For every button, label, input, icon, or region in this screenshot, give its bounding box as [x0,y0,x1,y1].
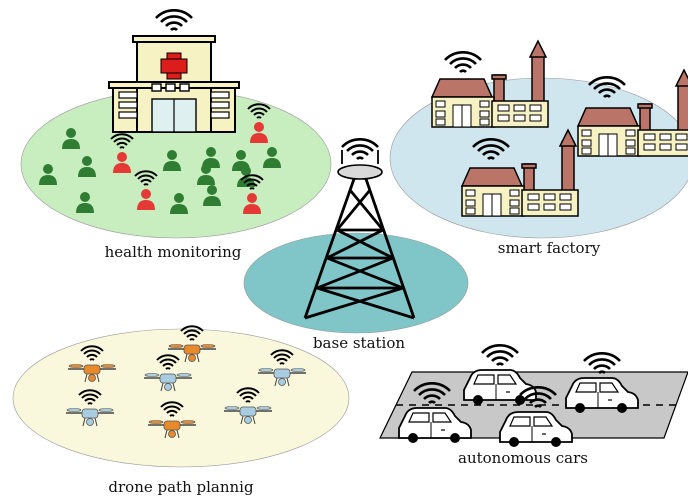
autonomous-cars-label: autonomous cars [458,449,588,467]
base-station-wifi-icon [340,138,380,161]
car-wifi-icon [582,352,622,375]
drone-zone [12,328,350,468]
health-monitoring-label: health monitoring [105,243,242,261]
car-wifi-icon [480,344,520,367]
smart-factory-label: smart factory [498,239,601,257]
factory-wifi-icon [443,51,483,74]
drone-path-planning-label: drone path plannig [108,478,254,496]
hospital-cross-icon [160,52,188,80]
hospital-building [108,35,240,133]
base-station-label: base station [313,334,405,352]
base-station-zone [243,232,469,334]
hospital-wifi-icon [154,9,194,32]
base-station-tower [303,150,416,320]
